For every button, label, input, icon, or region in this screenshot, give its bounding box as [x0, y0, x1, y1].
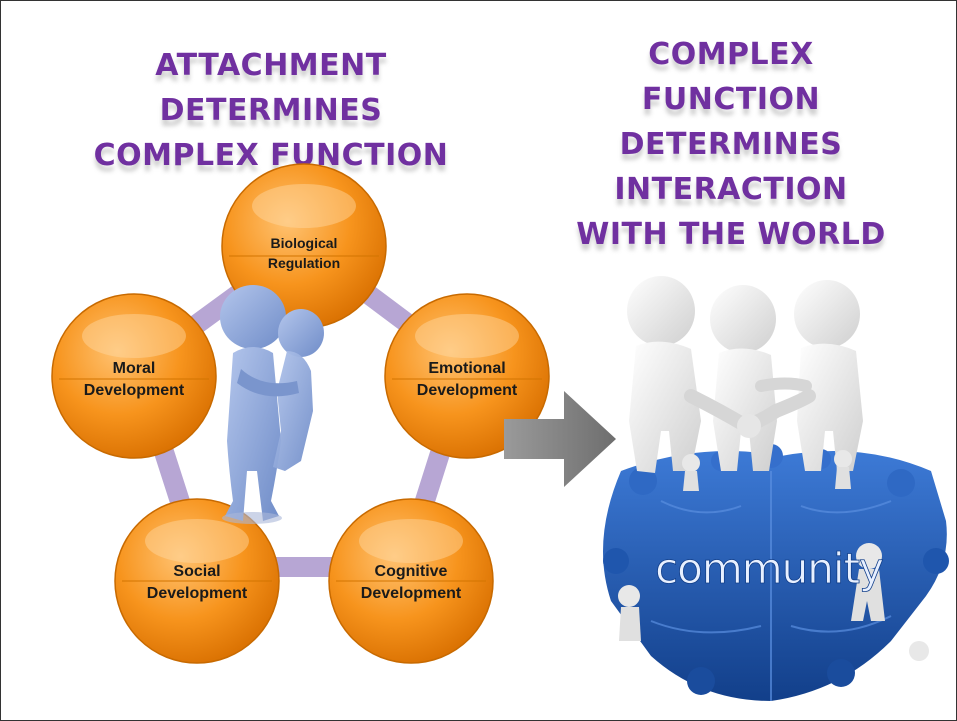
right-heading-line: COMPLEX — [648, 37, 814, 72]
small-figures — [618, 450, 929, 661]
parent-child-figure — [220, 285, 324, 524]
right-arrow-icon — [504, 391, 616, 487]
right-heading: COMPLEX FUNCTION DETERMINES INTERACTION … — [561, 32, 901, 257]
node-moral-development — [51, 293, 217, 459]
node-label-cognitive-development: Cognitive Development — [331, 561, 491, 605]
right-heading-line: WITH THE WORLD — [576, 217, 886, 252]
community-puzzle-illustration: community — [603, 276, 949, 701]
node-label-moral-development: Moral Development — [54, 358, 214, 402]
node-label-line: Biological — [270, 235, 338, 251]
node-label-emotional-development: Emotional Development — [387, 358, 547, 402]
node-label-line: Moral — [112, 360, 156, 377]
node-social-development — [114, 498, 280, 664]
right-heading-line: INTERACTION — [614, 172, 848, 207]
node-label-line: Development — [360, 585, 462, 602]
node-emotional-development — [384, 293, 550, 459]
community-label: community — [655, 544, 883, 593]
left-heading-line: ATTACHMENT — [155, 48, 387, 83]
node-label-line: Development — [146, 585, 248, 602]
node-label-line: Cognitive — [374, 563, 448, 580]
node-label-line: Emotional — [428, 360, 506, 377]
node-cognitive-development — [328, 498, 494, 664]
left-heading: ATTACHMENT DETERMINES COMPLEX FUNCTION — [81, 43, 461, 178]
node-label-line: Regulation — [267, 255, 341, 271]
node-label-social-development: Social Development — [117, 561, 277, 605]
right-heading-line: DETERMINES — [619, 127, 843, 162]
left-heading-line: COMPLEX FUNCTION — [93, 138, 449, 173]
node-label-biological-regulation: Biological Regulation — [224, 233, 384, 273]
node-label-line: Development — [416, 382, 518, 399]
people-figures — [627, 276, 863, 473]
left-heading-line: DETERMINES — [159, 93, 383, 128]
node-label-line: Development — [83, 382, 185, 399]
right-heading-line: FUNCTION — [641, 82, 821, 117]
node-label-line: Social — [173, 563, 221, 580]
